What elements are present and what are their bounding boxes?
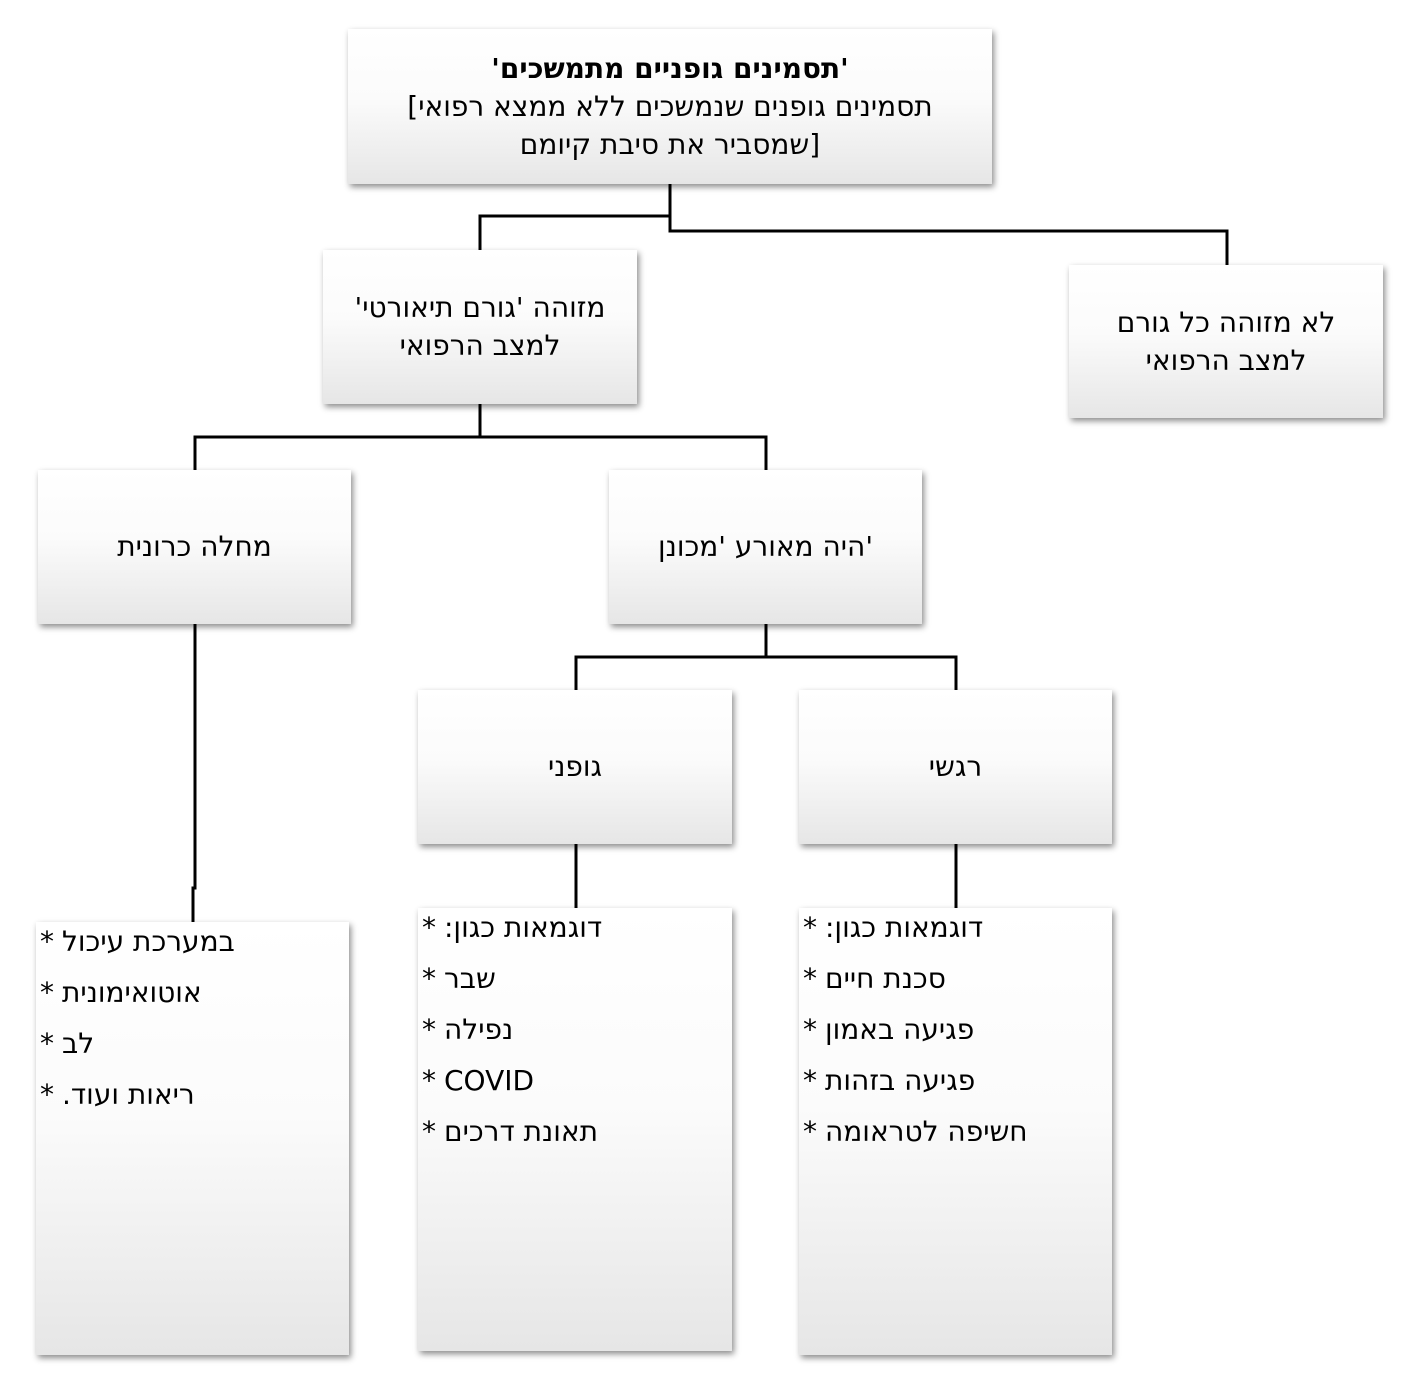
chronic-examples-list: *במערכת עיכול *אוטואימונית *לב *ריאות וע… (36, 922, 349, 1355)
connector-identified-chronic (193, 404, 482, 470)
connector-event-physical (574, 624, 768, 690)
list-item: *אוטואימונית (40, 976, 202, 1009)
connector-identified-event (480, 435, 768, 470)
list-item: *COVID (422, 1064, 535, 1097)
physical-label: גופני (547, 750, 603, 783)
formative-event-label: 'היה מאורע 'מכונן (657, 530, 874, 563)
formative-event-node: 'היה מאורע 'מכונן (609, 470, 922, 624)
list-item: *סכנת חיים (803, 962, 946, 995)
no-cause-line-2: למצב הרפואי (1145, 343, 1307, 377)
list-item: *דוגמאות כגון: (803, 911, 984, 944)
emotional-examples-list: *דוגמאות כגון: *סכנת חיים *פגיעה באמון *… (799, 908, 1112, 1355)
list-item: *נפילה (422, 1013, 514, 1046)
no-cause-node: לא מזוהה כל גורם למצב הרפואי (1069, 265, 1383, 418)
connector-event-emotional (766, 655, 958, 690)
list-item: *במערכת עיכול (40, 925, 235, 958)
list-item: *פגיעה באמון (803, 1013, 975, 1046)
identified-cause-node: מזוהה 'גורם תיאורטי' למצב הרפואי (323, 250, 637, 404)
chronic-disease-label: מחלה כרונית (117, 530, 272, 563)
identified-cause-line-1: מזוהה 'גורם תיאורטי' (354, 291, 606, 324)
root-title: 'תסמינים גופניים מתמשכים' (491, 51, 849, 85)
chronic-disease-node: מחלה כרונית (38, 470, 351, 624)
emotional-node: רגשי (799, 690, 1112, 844)
list-item: *חשיפה לטראומה (803, 1115, 1028, 1148)
list-item: *דוגמאות כגון: (422, 911, 603, 944)
root-description-line-2: [שמסביר את סיבת קיומם (519, 127, 821, 161)
connector-root-not-identified (668, 216, 1229, 265)
list-item: *פגיעה בזהות (803, 1064, 976, 1097)
connector-chronic-list (191, 624, 197, 922)
root-description-line-1: תסמינים גופנים שנמשכים ללא ממצא רפואי] (407, 89, 933, 123)
list-item: *ריאות ועוד. (40, 1078, 195, 1111)
list-item: *לב (40, 1027, 95, 1060)
connector-root-identified (478, 184, 672, 250)
physical-node: גופני (418, 690, 732, 844)
identified-cause-line-2: למצב הרפואי (399, 329, 561, 362)
list-item: *שבר (422, 962, 496, 995)
physical-examples-list: *דוגמאות כגון: *שבר *נפילה *COVID *תאונת… (418, 908, 732, 1351)
list-item: *תאונת דרכים (422, 1115, 598, 1148)
emotional-label: רגשי (928, 750, 983, 783)
no-cause-line-1: לא מזוהה כל גורם (1116, 305, 1336, 339)
root-node: 'תסמינים גופניים מתמשכים' תסמינים גופנים… (348, 29, 992, 184)
